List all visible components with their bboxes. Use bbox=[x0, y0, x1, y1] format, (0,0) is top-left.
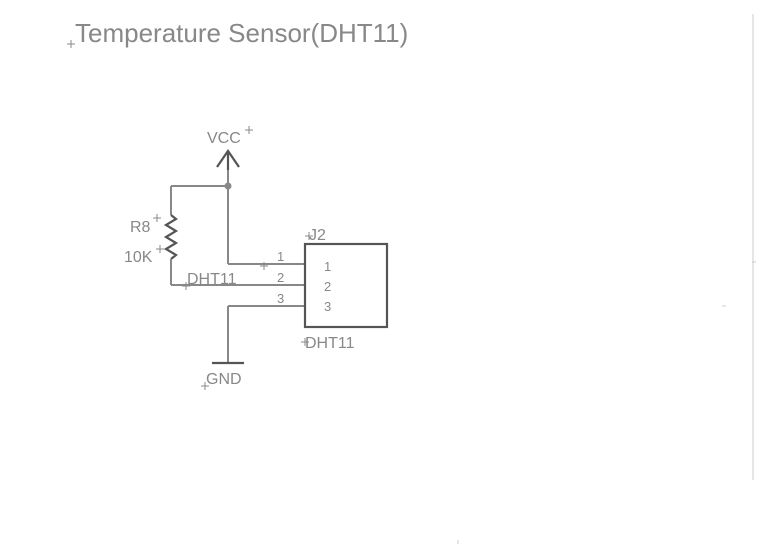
pin-number-inner: 3 bbox=[324, 299, 331, 314]
pin-number-outer: 1 bbox=[277, 249, 284, 264]
pin-number-inner: 2 bbox=[324, 279, 331, 294]
connector-value-label: DHT11 bbox=[305, 335, 355, 352]
pin-number-outer: 3 bbox=[277, 291, 284, 306]
pin-number-inner: 1 bbox=[324, 259, 331, 274]
pin-number-outer: 2 bbox=[277, 270, 284, 285]
resistor-r8-symbol bbox=[163, 214, 179, 260]
connector-ref-label: J2 bbox=[309, 227, 326, 244]
net-label-dht11: DHT11 bbox=[187, 271, 237, 288]
resistor-ref-label: R8 bbox=[130, 219, 151, 236]
gnd-label: GND bbox=[206, 371, 242, 388]
vcc-label: VCC bbox=[207, 130, 241, 147]
schematic-title: Temperature Sensor(DHT11) bbox=[75, 18, 408, 48]
junction-dot bbox=[224, 182, 232, 190]
resistor-value-label: 10K bbox=[124, 249, 153, 266]
connector-j2-body bbox=[303, 242, 389, 329]
